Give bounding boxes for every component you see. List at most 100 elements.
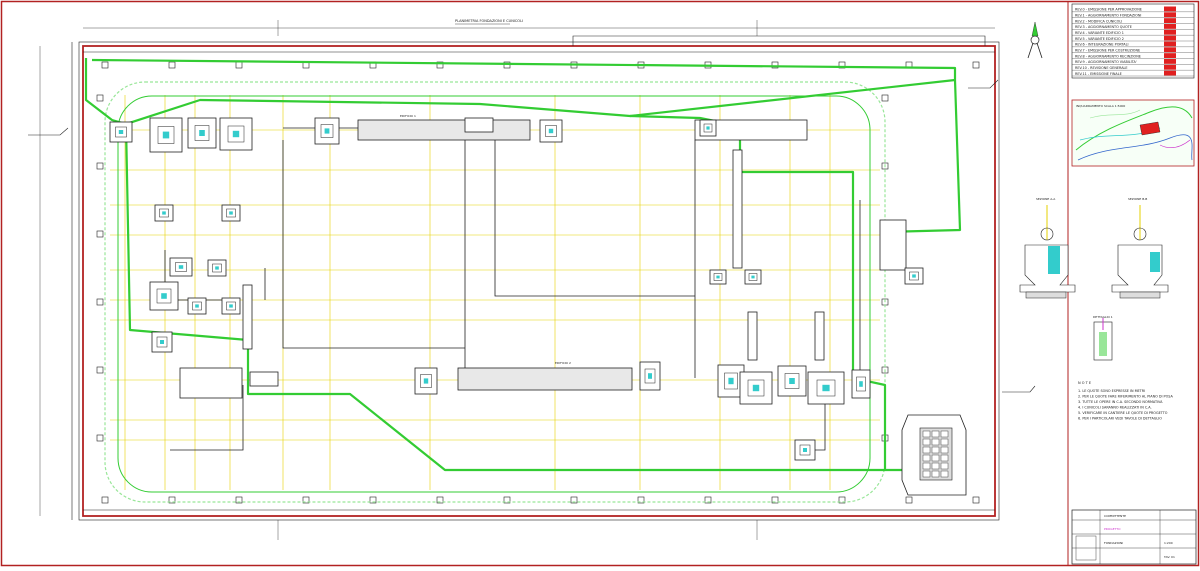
substation-cell (940, 446, 949, 454)
building-2-label: EDIFICIO 2 (555, 361, 571, 365)
fence-post (905, 496, 913, 504)
entrance-markers (28, 79, 1036, 393)
conduit-top (283, 127, 466, 385)
foundation-block (221, 297, 241, 315)
fence-post (972, 61, 980, 69)
cable-tray-north (91, 58, 957, 126)
revision-status-cell (1164, 70, 1176, 76)
fence-post (704, 496, 712, 504)
title-block: COMMITTENTE PROGETTO FONDAZIONI 1:200 TA… (1071, 509, 1197, 565)
north-arrow-icon (1027, 21, 1043, 59)
section-aa-detail: SEZIONE A-A (1019, 197, 1076, 299)
revision-row-text: REV.10 - REVISIONE GENERALE (1075, 66, 1128, 70)
revision-row-text: REV.8 - AGGIORNAMENTO RECINZIONE (1075, 54, 1141, 58)
fence-post (972, 496, 980, 504)
section-aa-base (1025, 291, 1067, 299)
fence-post (838, 496, 846, 504)
fence-post (96, 94, 104, 102)
long-frames (242, 149, 907, 361)
section-bb-title: SEZIONE B-B (1128, 197, 1147, 201)
annex-south (179, 367, 243, 399)
substation-cell (931, 462, 940, 470)
fence-post (881, 94, 889, 102)
detail-1: DETTAGLIO 1 (1093, 315, 1113, 361)
substation-cell (940, 470, 949, 478)
location-inset-frame (1071, 99, 1195, 167)
entrance-west (28, 127, 69, 136)
annex-north-small (464, 117, 494, 133)
section-bb-detail: SEZIONE B-B (1111, 197, 1169, 299)
substation-cell (940, 430, 949, 438)
foundation-block (221, 204, 241, 222)
revision-row-text: REV.9 - AGGIORNAMENTO VIABILITA' (1075, 60, 1137, 64)
foundation-block (207, 259, 227, 277)
axis-dimension-lines (39, 20, 995, 540)
inset-site-marker (1139, 121, 1161, 136)
revision-status-cell (1164, 41, 1176, 47)
fence-post (96, 298, 104, 306)
outer-fence (82, 45, 996, 517)
revision-row-text: REV.0 - EMISSIONE PER APPROVAZIONE (1075, 8, 1142, 12)
substation-cell (922, 446, 931, 454)
foundation-block (807, 371, 845, 405)
fence-post (101, 496, 109, 504)
title-block-project: PROGETTO (1104, 527, 1121, 531)
title-block-title: FONDAZIONI (1104, 541, 1123, 545)
substation-cell (922, 430, 931, 438)
foundation-block (414, 367, 438, 395)
substation-cell (940, 454, 949, 462)
foundation-block (109, 121, 133, 143)
north-arrow-hub (1030, 35, 1040, 45)
site-boundary (71, 35, 1000, 521)
foundation-block (154, 204, 174, 222)
revision-status-cell (1164, 64, 1176, 70)
revision-row-text: REV.4 - VARIANTE EDIFICIO 1 (1075, 31, 1124, 35)
frame-portal (879, 219, 907, 271)
road-inner-edge (117, 95, 871, 493)
fence-post (369, 496, 377, 504)
revision-status-cell (1164, 6, 1176, 12)
substation-cell (931, 430, 940, 438)
entrance-east-bottom (1002, 385, 1036, 393)
revision-status-cell (1164, 35, 1176, 41)
north-arrow-needle (1031, 21, 1039, 37)
title-block-frame (1071, 509, 1197, 565)
conduit-right (494, 140, 695, 297)
inset-road-1 (1075, 106, 1193, 151)
cable-tray-east (629, 114, 887, 470)
title-block-logo (1075, 535, 1097, 561)
building-2 (457, 367, 633, 391)
substation-cells (922, 430, 949, 478)
section-bb-cable (1133, 227, 1147, 241)
fence-post (503, 496, 511, 504)
fence-post (503, 61, 511, 69)
frame-east-tall (732, 149, 743, 269)
foundation-block (314, 117, 340, 145)
sheet-title: PLANIMETRIA FONDAZIONI E CUNICOLI (455, 19, 523, 23)
revision-row-text: REV.3 - AGGIORNAMENTO QUOTE (1075, 25, 1132, 29)
fence-post (235, 61, 243, 69)
section-bb-base (1119, 291, 1161, 299)
revision-row-text: REV.5 - VARIANTE EDIFICIO 2 (1075, 37, 1124, 41)
revision-status-cell (1164, 18, 1176, 23)
location-inset-title: INQUADRAMENTO SCALA 1:5000 (1076, 104, 1125, 108)
fence-post (101, 61, 109, 69)
internal-road (104, 81, 886, 503)
foundation-block (639, 361, 661, 391)
fence-post (96, 230, 104, 238)
substation-cell (922, 438, 931, 446)
revision-status-cell (1164, 12, 1176, 18)
cable-tray-main (84, 58, 925, 472)
foundation-block (151, 331, 173, 353)
north-arrow-leg-2 (1036, 42, 1043, 59)
substation-cell (940, 462, 949, 470)
substation-block (901, 414, 967, 496)
foundation-block (149, 117, 183, 153)
foundation-block (777, 365, 807, 397)
foundation-block (904, 267, 924, 285)
conduit-bottom (170, 385, 244, 451)
